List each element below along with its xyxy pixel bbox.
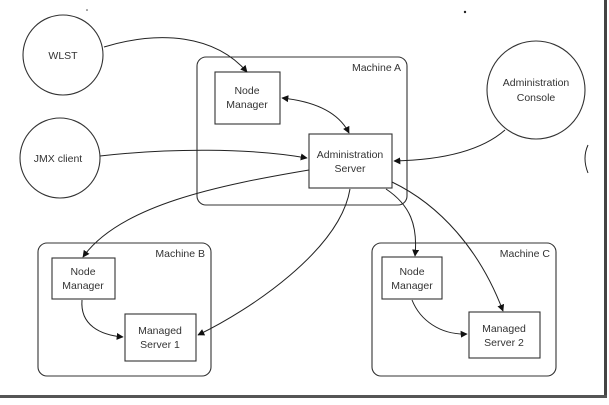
node-manager-c-line1: Node	[399, 266, 424, 278]
administration-server-box	[308, 133, 393, 189]
administration-server-line1: Administration	[317, 149, 384, 161]
node-manager-b-line2: Manager	[62, 280, 104, 292]
console-circle	[486, 40, 586, 140]
stray-dot	[463, 10, 467, 14]
wlst-label: WLST	[48, 50, 78, 62]
node-manager-b-box	[51, 257, 116, 300]
managed-server-1-box	[124, 313, 197, 362]
machine-b-label: Machine B	[155, 248, 205, 260]
edge-node-manager-a-admin-server	[281, 95, 350, 134]
machine-b: Machine B Node Manager Managed Server 1	[37, 242, 212, 377]
client-wlst: WLST	[22, 14, 104, 96]
page-edge-shadow	[604, 0, 607, 398]
managed-server-1-line2: Server 1	[140, 339, 180, 351]
machine-a: Machine A Node Manager Administration Se…	[196, 56, 408, 206]
edge-node-manager-c-to-managed-server-2	[411, 299, 468, 338]
node-manager-c-box	[381, 256, 443, 300]
edge-jmx-to-admin-server	[99, 149, 308, 161]
managed-server-1-line1: Managed	[138, 325, 182, 337]
edge-admin-server-to-node-manager-c	[385, 188, 420, 257]
client-jmx: JMX client	[19, 117, 101, 199]
node-manager-a-box	[214, 71, 281, 125]
console-label-line2: Console	[517, 92, 556, 104]
jmx-label: JMX client	[34, 153, 83, 165]
node-manager-b-line1: Node	[70, 266, 95, 278]
managed-server-2-box	[468, 311, 541, 359]
edge-wlst-to-node-manager-a	[103, 37, 248, 73]
console-label-line1: Administration	[503, 77, 570, 89]
edge-admin-server-to-managed-server-1	[197, 188, 351, 336]
node-manager-c-line2: Manager	[391, 280, 433, 292]
edge-admin-server-to-managed-server-2	[391, 181, 505, 312]
page-bottom-shadow	[0, 395, 607, 398]
wlst-circle	[22, 14, 104, 96]
machine-a-label: Machine A	[352, 62, 401, 74]
edge-node-manager-b-to-managed-server-1	[81, 299, 124, 340]
administration-server-line2: Server	[335, 163, 366, 175]
client-administration-console: Administration Console	[486, 40, 586, 140]
node-manager-a-line2: Manager	[226, 99, 268, 111]
machine-c: Machine C Node Manager Managed Server 2	[371, 242, 557, 377]
managed-server-2-line1: Managed	[482, 323, 526, 335]
edge-admin-server-to-node-manager-b	[82, 169, 310, 258]
machine-c-label: Machine C	[500, 248, 551, 260]
node-manager-a-line1: Node	[234, 85, 259, 97]
managed-server-2-line2: Server 2	[484, 337, 524, 349]
jmx-circle	[19, 117, 101, 199]
stray-dot	[86, 9, 88, 11]
partial-circle-edge	[584, 144, 589, 174]
edge-console-to-admin-server	[393, 129, 506, 165]
